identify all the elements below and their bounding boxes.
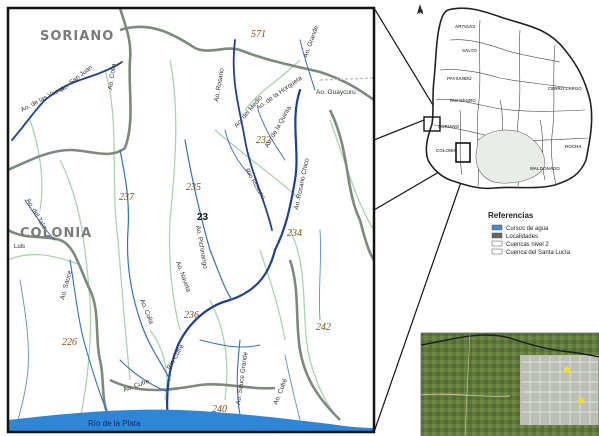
north-arrow-icon <box>417 4 423 14</box>
overview-dept-label: SORIANO <box>438 124 460 129</box>
overview-dept-label: PAYSANDÚ <box>447 75 472 81</box>
legend-label: Cursos de agua <box>506 226 549 232</box>
overview-dept-label: SALTO <box>462 48 477 53</box>
locality-label: Luis <box>14 244 25 250</box>
stream-label: Ao. Colla <box>107 63 118 90</box>
basin-label: 571 <box>251 29 266 40</box>
legend-label: Cuenca del Santa Lucía <box>506 250 571 256</box>
detail-map: SORIANO COLONIA Luis 571 232 235 237 234… <box>8 8 374 432</box>
basin-label: 234 <box>287 228 302 239</box>
basin-label: 232 <box>256 135 271 146</box>
river-network <box>11 39 322 422</box>
legend-swatch <box>491 248 503 255</box>
locator-box-small <box>423 116 441 132</box>
location-marker-icon <box>564 367 570 373</box>
satellite-inset <box>420 332 599 436</box>
overview-dept-label: MALDONADO <box>530 166 560 171</box>
main-basin-label: 23 <box>197 212 209 223</box>
legend-title: Referencias <box>488 211 534 220</box>
north-label: N <box>419 10 423 16</box>
overview-dept-label: ARTIGAS <box>455 24 475 29</box>
legend-swatch <box>491 232 503 239</box>
overview-dept-label: ROCHA <box>565 144 582 149</box>
location-marker-icon <box>578 398 584 404</box>
legend-label: Localidades <box>506 234 538 240</box>
basin-label: 236 <box>184 310 199 321</box>
detail-frame <box>6 6 376 434</box>
subbasin-lines <box>8 59 374 421</box>
legend: Referencias Cursos de aguaLocalidadesCue… <box>488 211 571 256</box>
locator-box <box>455 142 471 163</box>
basin-label: 235 <box>186 182 201 193</box>
basin-label: 240 <box>212 404 227 415</box>
overview-dept-label: CERRO LARGO <box>548 86 582 91</box>
basin-label: 226 <box>62 337 77 348</box>
basin-label: 242 <box>316 322 331 333</box>
rio-de-la-plata-label: Río de la Plata <box>88 419 141 428</box>
basin-label: 237 <box>119 192 135 203</box>
overview-dept-label: RÍO NEGRO <box>450 96 476 103</box>
overview-dept-label: COLONIA <box>436 148 457 153</box>
rio-de-la-plata-water <box>8 409 374 432</box>
department-boundaries <box>8 8 374 421</box>
dept-label-soriano: SORIANO <box>40 29 114 44</box>
legend-swatch <box>491 240 503 247</box>
legend-swatch <box>491 224 503 231</box>
stream-label: Ao. Guaycuru <box>316 89 356 96</box>
overview-map: N ARTIGAS SALTO PAYSANDÚ RÍO NEGRO SORIA… <box>417 4 593 190</box>
legend-label: Cuencas nivel 2 <box>506 242 549 248</box>
dept-label-colonia: COLONIA <box>20 226 92 241</box>
